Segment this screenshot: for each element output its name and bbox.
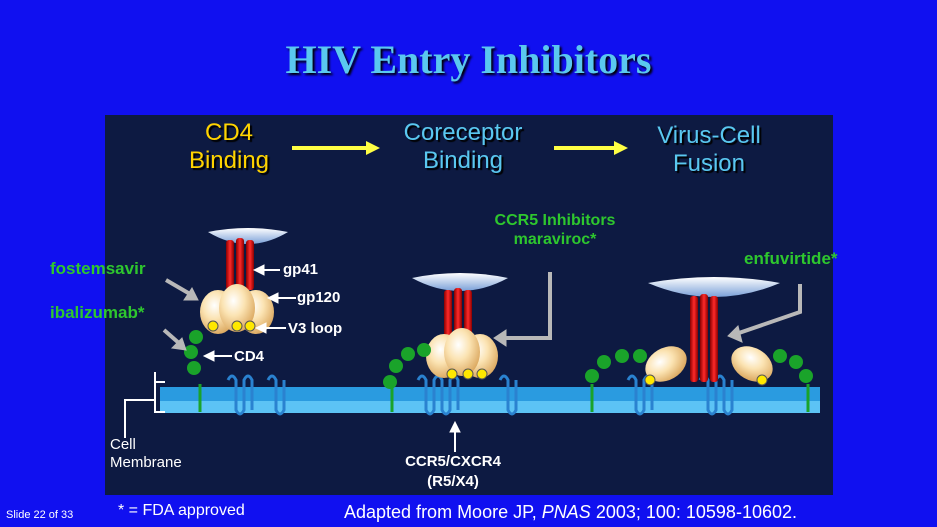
label-v3-loop: V3 loop xyxy=(288,320,342,337)
maraviroc-label: maraviroc* xyxy=(470,230,640,249)
label-cd4: CD4 xyxy=(234,348,264,365)
slide-number: Slide 22 of 33 xyxy=(6,509,73,521)
virus-1 xyxy=(200,228,288,334)
cell-membrane xyxy=(160,387,820,413)
virus-2 xyxy=(412,273,508,379)
fda-note: * = FDA approved xyxy=(118,502,245,520)
label-coreceptor: CCR5/CXCR4(R5/X4) xyxy=(392,452,514,492)
arrow-ibalizumab xyxy=(164,330,186,350)
stage-arrow-2 xyxy=(554,141,628,155)
citation: Adapted from Moore JP, PNAS 2003; 100: 1… xyxy=(344,502,797,523)
arrow-cd4 xyxy=(204,351,232,361)
drug-enfuvirtide: enfuvirtide* xyxy=(744,249,838,269)
arrow-maraviroc xyxy=(494,272,550,346)
membrane-bracket xyxy=(125,372,165,438)
arrow-coreceptor xyxy=(450,422,460,452)
label-gp41: gp41 xyxy=(283,261,318,278)
drug-fostemsavir: fostemsavir xyxy=(50,259,145,279)
label-gp120: gp120 xyxy=(297,289,340,306)
arrow-fostemsavir xyxy=(166,280,198,300)
stage-arrow-1 xyxy=(292,141,380,155)
drug-ccr5-inhibitors: CCR5 Inhibitors maraviroc* xyxy=(470,211,640,249)
arrow-gp41 xyxy=(254,265,280,275)
drug-ibalizumab: ibalizumab* xyxy=(50,303,144,323)
ccr5-title: CCR5 Inhibitors xyxy=(470,211,640,230)
arrow-gp120 xyxy=(268,293,296,303)
virus-3 xyxy=(639,277,780,389)
